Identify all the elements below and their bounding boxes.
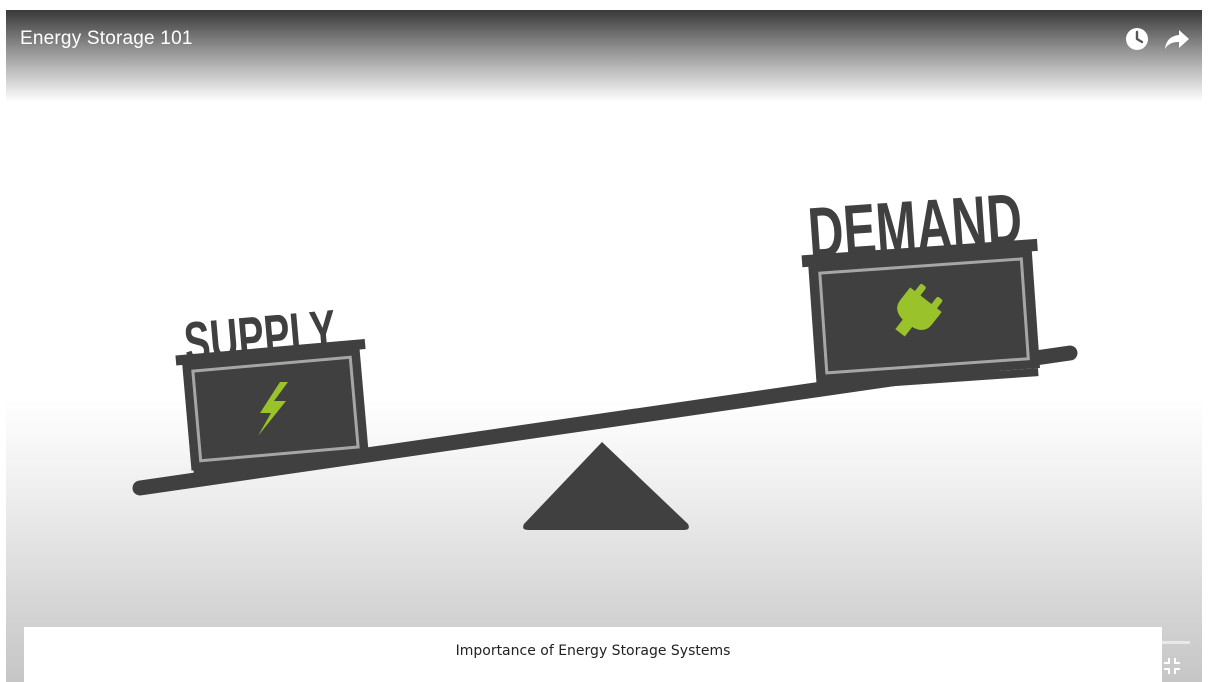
lightning-bolt-icon <box>258 382 288 436</box>
caption-text: Importance of Energy Storage Systems <box>455 643 731 659</box>
seesaw-illustration: SUPPLY DEMAND <box>132 179 1078 530</box>
player-top-bar: Energy Storage 101 <box>6 10 1202 102</box>
video-player[interactable]: SUPPLY DEMAND Energy Storage 101 Importa… <box>6 10 1202 682</box>
progress-bar[interactable] <box>1162 641 1190 644</box>
plug-icon <box>895 284 943 337</box>
video-title[interactable]: Energy Storage 101 <box>20 28 193 49</box>
demand-label: DEMAND <box>806 179 1025 274</box>
fulcrum-triangle <box>523 442 689 530</box>
supply-label: SUPPLY <box>181 298 338 376</box>
exit-fullscreen-icon[interactable] <box>1162 656 1182 676</box>
caption-bar: Importance of Energy Storage Systems <box>24 627 1162 682</box>
clock-icon[interactable] <box>1124 26 1150 52</box>
share-icon[interactable] <box>1164 26 1190 52</box>
